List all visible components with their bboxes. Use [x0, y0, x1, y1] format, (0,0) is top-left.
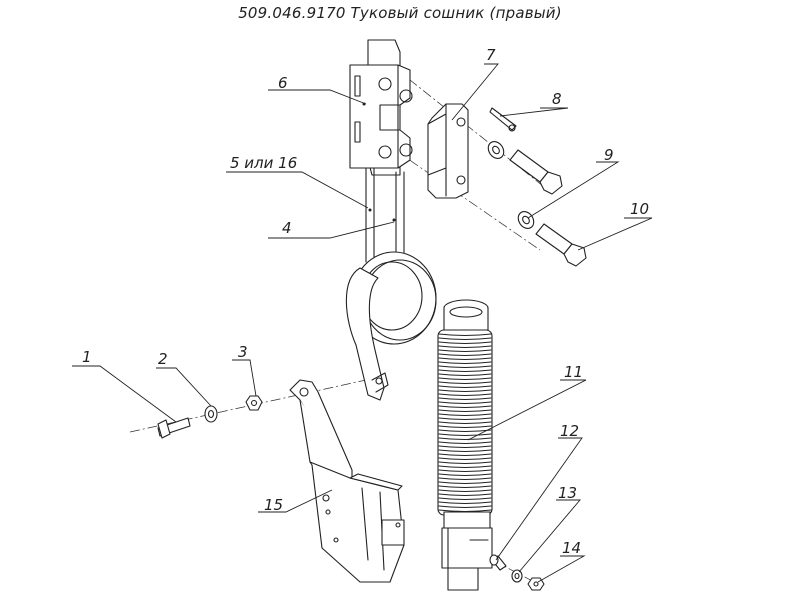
tube-rib [438, 501, 492, 505]
tube-rib [438, 401, 492, 405]
tube-rib [438, 425, 492, 429]
label-8: 8 [552, 90, 562, 108]
part-12-screw [489, 554, 507, 571]
upper-bolt [509, 149, 563, 195]
tube-rib [438, 361, 492, 365]
tube-rib [438, 481, 492, 485]
tube-rib [438, 341, 492, 345]
tube-rib [438, 333, 492, 337]
part-3-nut [245, 395, 263, 411]
label-14: 14 [562, 539, 581, 557]
tube-rib [438, 469, 492, 473]
tube-rib [438, 369, 492, 373]
label-12: 12 [560, 422, 579, 440]
tube-rib [438, 497, 492, 501]
part-4-spring-tine [345, 167, 437, 401]
tube-rib [438, 413, 492, 417]
label-10: 10 [630, 200, 649, 218]
label-9: 9 [604, 146, 614, 164]
upper-washer [487, 141, 505, 159]
tube-rib [438, 377, 492, 381]
label-1: 1 [82, 348, 92, 366]
label-2: 2 [158, 350, 168, 368]
part-15-boot [289, 379, 405, 583]
tube-rib [438, 397, 492, 401]
tube-rib [438, 457, 492, 461]
part-11-corrugated-tube [437, 299, 493, 591]
part-9-washer [517, 211, 535, 229]
tube-rib [438, 381, 492, 385]
drawing-title: 509.046.9170 Туковый сошник (правый) [238, 4, 562, 22]
tube-rib [438, 449, 492, 453]
tube-rib [438, 365, 492, 369]
tube-rib [438, 433, 492, 437]
tube-rib [438, 337, 492, 341]
label-11: 11 [564, 363, 583, 381]
tube-rib [438, 489, 492, 493]
tube-rib [438, 417, 492, 421]
position-labels: 6 7 8 5 или 16 4 9 10 1 2 3 11 12 13 14 … [82, 46, 649, 557]
part-8-pin [489, 107, 517, 132]
tube-rib [438, 493, 492, 497]
part-2-washer [204, 405, 218, 423]
part-10-bolt [535, 223, 587, 267]
label-4: 4 [282, 219, 292, 237]
tube-rib [438, 437, 492, 441]
tube-rib [438, 505, 492, 509]
tube-rib [438, 453, 492, 457]
tube-rib [438, 373, 492, 377]
tube-rib [438, 461, 492, 465]
label-5: 5 или 16 [230, 154, 297, 172]
tube-rib [438, 357, 492, 361]
tube-rib [438, 421, 492, 425]
part-13-washer [511, 569, 523, 583]
tube-rib [438, 393, 492, 397]
tube-rib [438, 485, 492, 489]
part-6-bracket [349, 39, 413, 176]
part-7-clamp [427, 103, 469, 199]
label-13: 13 [558, 484, 577, 502]
label-7: 7 [486, 46, 496, 64]
tube-rib [438, 441, 492, 445]
tube-rib [438, 385, 492, 389]
tube-ribs [438, 333, 492, 513]
label-3: 3 [238, 343, 248, 361]
tube-rib [438, 477, 492, 481]
tube-rib [438, 349, 492, 353]
tube-rib [438, 445, 492, 449]
tube-rib [438, 389, 492, 393]
tube-rib [438, 405, 492, 409]
label-6: 6 [278, 74, 288, 92]
label-15: 15 [264, 496, 283, 514]
tube-rib [438, 409, 492, 413]
tube-rib [438, 353, 492, 357]
leader-lines [72, 63, 653, 583]
tube-rib [438, 345, 492, 349]
tube-rib [438, 465, 492, 469]
part-1-bolt [157, 417, 191, 439]
tube-rib [438, 473, 492, 477]
